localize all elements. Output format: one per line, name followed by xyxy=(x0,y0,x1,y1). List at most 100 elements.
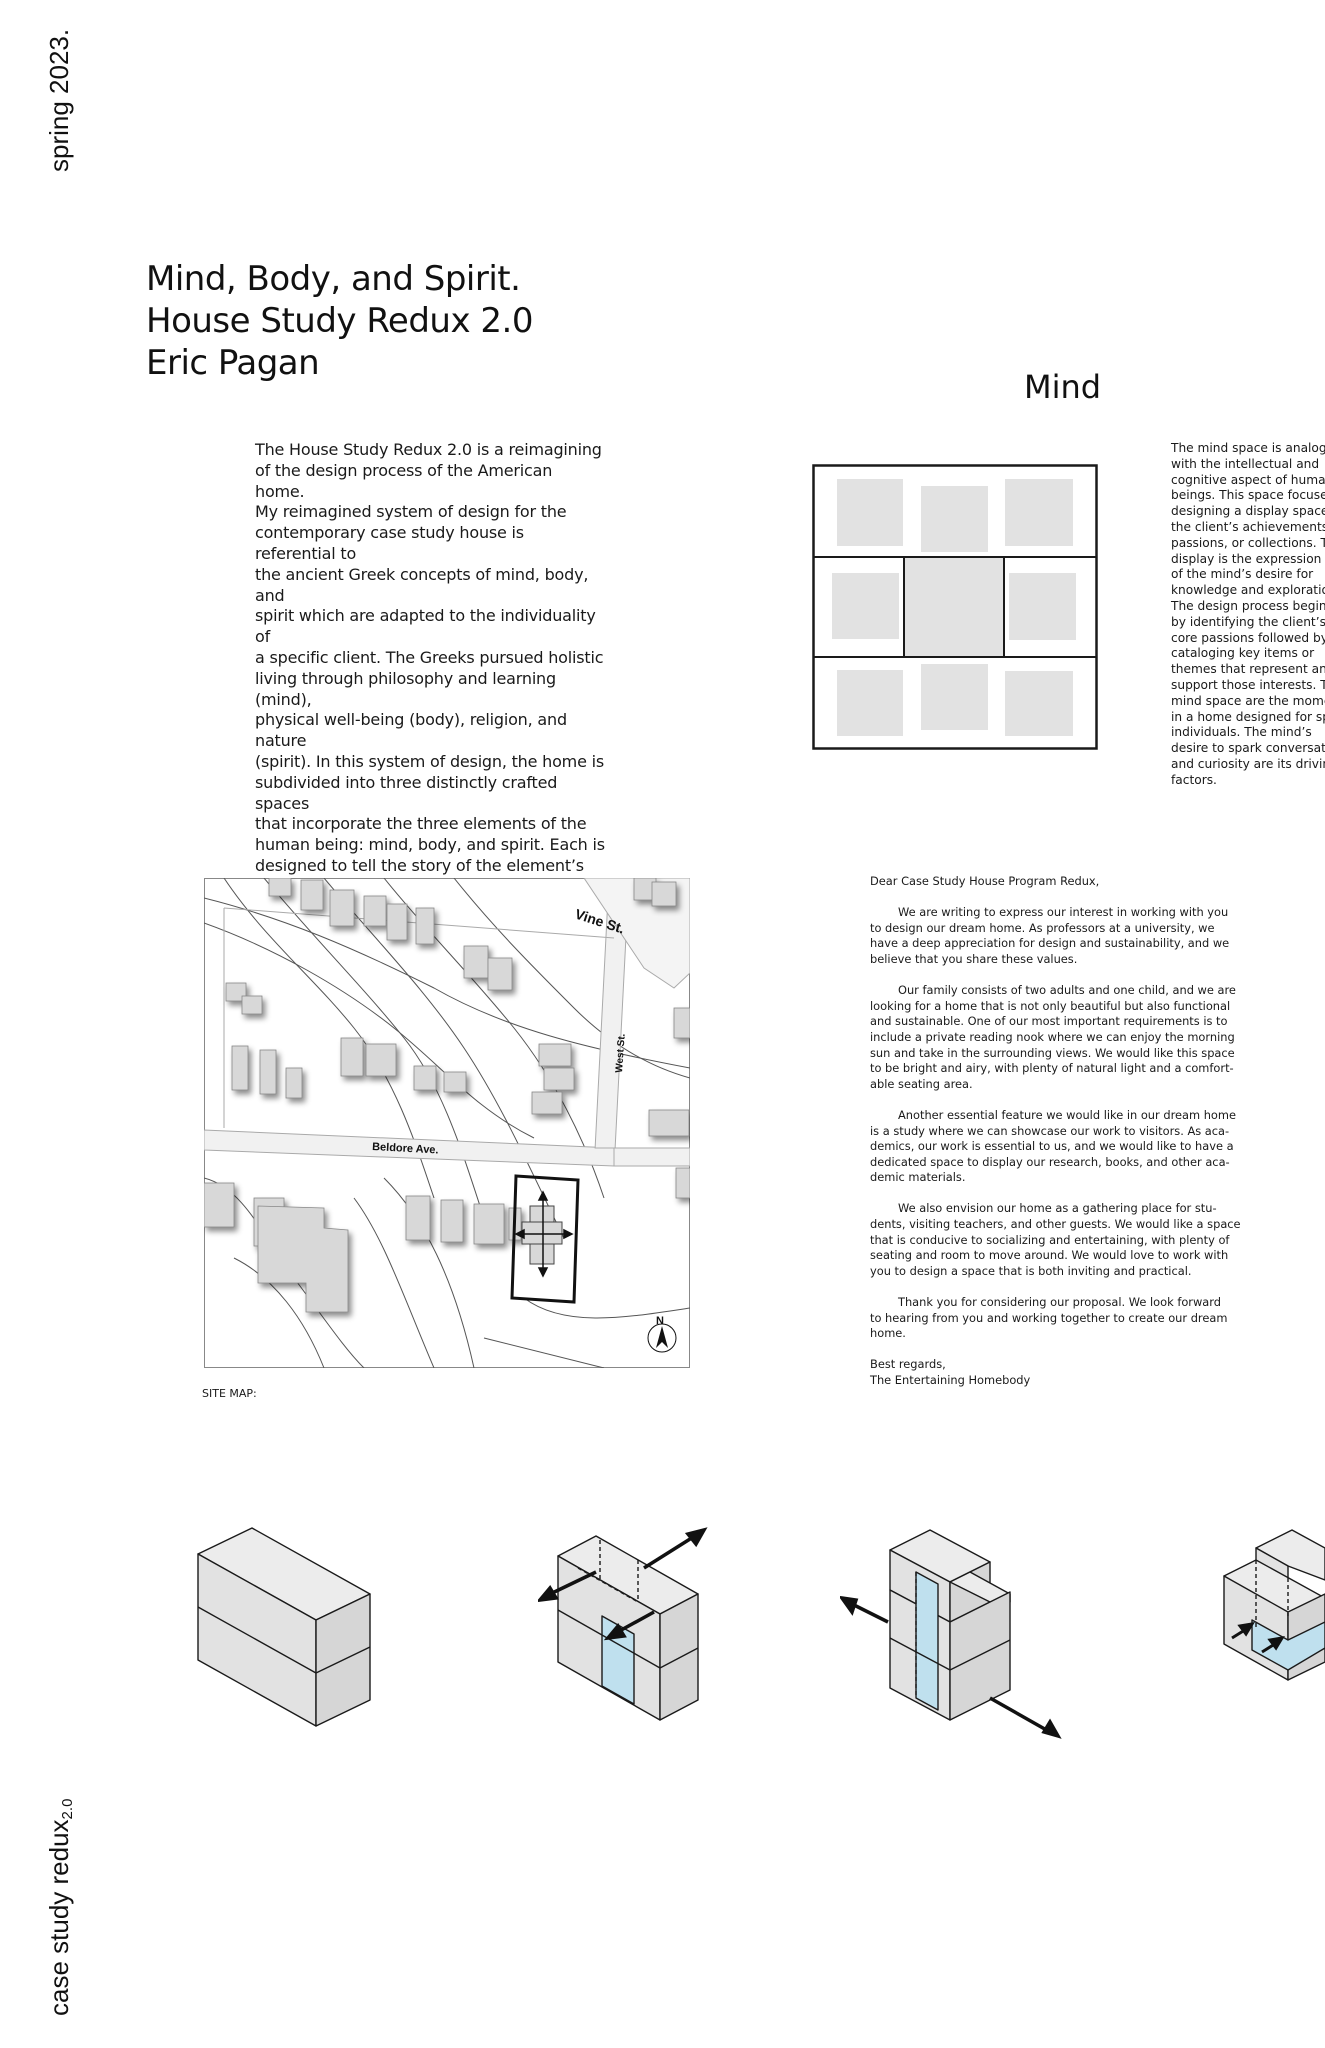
display-case xyxy=(837,670,903,736)
street-label-beldore: Beldore Ave. xyxy=(372,1141,439,1156)
series-label: case study redux2.0 xyxy=(44,1799,76,2016)
mind-description-line: core passions followed by xyxy=(1171,630,1325,645)
mind-description-line: factors. xyxy=(1171,772,1217,787)
title-line-1: Mind, Body, and Spirit. xyxy=(146,259,521,299)
letter-signature: The Entertaining Homebody xyxy=(870,1373,1031,1387)
letter-paragraph: Another essential feature we would like … xyxy=(870,1107,1236,1186)
letter-line: dents, visiting teachers, and other gues… xyxy=(870,1217,1241,1232)
letter-line: Another essential feature we would like … xyxy=(898,1107,1236,1122)
letter-paragraph: We also envision our home as a gathering… xyxy=(870,1201,1241,1279)
site-map: Vine St. West St. Beldore Ave. N xyxy=(204,878,690,1368)
display-case xyxy=(921,486,988,552)
mind-description-line: mind space are the moments xyxy=(1171,693,1325,708)
intro-line: (spirit). In this system of design, the … xyxy=(255,751,604,771)
letter-line: that is conducive to socializing and ent… xyxy=(870,1232,1230,1247)
page-title: Mind, Body, and Spirit. House Study Redu… xyxy=(146,258,533,384)
series-label-subscript: 2.0 xyxy=(59,1798,76,1820)
intro-line: The House Study Redux 2.0 is a reimagini… xyxy=(255,440,602,459)
mind-description-line: the client’s achievements, xyxy=(1171,519,1325,534)
mind-description-line: display is the expression xyxy=(1171,551,1322,566)
client-letter: Dear Case Study House Program Redux, We … xyxy=(870,874,1241,1389)
display-case xyxy=(921,664,988,730)
letter-line: Our family consists of two adults and on… xyxy=(898,983,1236,998)
letter-line: you to design a space that is both invit… xyxy=(870,1263,1192,1278)
mind-description-line: designing a display space for xyxy=(1171,504,1325,519)
letter-line: have a deep appreciation for design and … xyxy=(870,936,1230,951)
letter-paragraph: Thank you for considering our proposal. … xyxy=(870,1295,1228,1342)
intro-line: physical well-being (body), religion, an… xyxy=(255,710,567,751)
massing-diagram-1 xyxy=(197,1527,371,1727)
mind-description-line: cognitive aspect of human xyxy=(1171,472,1325,487)
mind-description-line: The mind space is analogous xyxy=(1171,441,1325,455)
north-arrow-icon xyxy=(647,1323,677,1353)
letter-line: dedicated space to display our research,… xyxy=(870,1154,1230,1169)
intro-line: contemporary case study house is referen… xyxy=(255,523,524,563)
letter-paragraph: We are writing to express our interest i… xyxy=(870,905,1230,967)
mind-description-line: individuals. The mind’s xyxy=(1171,725,1312,740)
mind-description-line: desire to spark conversation xyxy=(1171,741,1325,756)
letter-body: We are writing to express our interest i… xyxy=(870,905,1241,1342)
street-label-west: West St. xyxy=(614,1033,628,1073)
buildings xyxy=(204,878,690,1313)
mind-diagram xyxy=(812,464,1098,750)
display-case xyxy=(1005,671,1073,736)
display-case xyxy=(832,573,899,639)
semester-label: spring 2023. xyxy=(44,28,74,172)
letter-line: to hearing from you and working together… xyxy=(870,1310,1228,1325)
massing-diagram-4 xyxy=(1223,1529,1325,1681)
letter-line: include a private reading nook where we … xyxy=(870,1029,1235,1044)
circulation-arrow-icons xyxy=(538,1527,708,1641)
mind-description-line: with the intellectual and xyxy=(1171,456,1320,471)
letter-line: and sustainable. One of our most importa… xyxy=(870,1014,1228,1029)
mind-heading: Mind xyxy=(1024,368,1102,406)
massing-diagram-2 xyxy=(538,1527,708,1721)
mind-description-line: knowledge and exploration. xyxy=(1171,583,1325,598)
mind-description-line: cataloging key items or xyxy=(1171,646,1315,661)
intro-line: spirit which are adapted to the individu… xyxy=(255,606,596,647)
letter-line: looking for a home that is not only beau… xyxy=(870,998,1231,1013)
title-line-2: House Study Redux 2.0 xyxy=(146,301,533,341)
mind-description-line: themes that represent and xyxy=(1171,662,1325,677)
mind-description-line: passions, or collections. This xyxy=(1171,535,1325,550)
site-map-label: SITE MAP: xyxy=(202,1387,257,1400)
mind-description-line: in a home designed for specific xyxy=(1171,709,1325,724)
mind-description-line: beings. This space focuses on xyxy=(1171,488,1325,503)
letter-line: to design our dream home. As professors … xyxy=(870,920,1215,935)
intro-line: the ancient Greek concepts of mind, body… xyxy=(255,564,589,605)
circulation-arrow-icons xyxy=(840,1595,1062,1739)
letter-paragraph: Our family consists of two adults and on… xyxy=(870,983,1236,1092)
mind-description-line: of the mind’s desire for xyxy=(1171,567,1314,582)
mind-description-line: by identifying the client’s xyxy=(1171,614,1325,629)
display-case xyxy=(1005,479,1073,546)
mind-description: The mind space is analogouswith the inte… xyxy=(1171,441,1325,789)
letter-line: seating and room to move around. We woul… xyxy=(870,1248,1229,1263)
display-case xyxy=(837,479,903,546)
mind-description-line: support those interests. The xyxy=(1171,677,1325,692)
intro-line: of the design process of the American ho… xyxy=(255,460,553,501)
letter-line: Thank you for considering our proposal. … xyxy=(898,1295,1221,1310)
letter-line: sun and take in the surrounding views. W… xyxy=(870,1045,1235,1060)
letter-line: believe that you share these values. xyxy=(870,951,1078,966)
intro-line: subdivided into three distinctly crafted… xyxy=(255,772,558,813)
circulation-arrow-icons xyxy=(1231,1621,1285,1654)
mind-description-line: The design process begins xyxy=(1171,598,1325,613)
series-label-text: case study redux xyxy=(44,1819,74,2016)
letter-line: home. xyxy=(870,1326,906,1341)
letter-line: We are writing to express our interest i… xyxy=(898,905,1229,920)
north-label: N xyxy=(656,1315,664,1327)
intro-paragraph: The House Study Redux 2.0 is a reimagini… xyxy=(255,440,605,918)
intro-line: human being: mind, body, and spirit. Eac… xyxy=(255,835,605,855)
letter-closing: Best regards,The Entertaining Homebody xyxy=(870,1357,1220,1388)
site-parcel xyxy=(510,1174,580,1304)
mind-description-line: and curiosity are its driving xyxy=(1171,756,1325,771)
intro-line: My reimagined system of design for the xyxy=(255,502,567,522)
massing-diagram-3 xyxy=(840,1529,1062,1739)
letter-line: able seating area. xyxy=(870,1076,973,1091)
letter-line: demic materials. xyxy=(870,1170,966,1185)
display-case-center xyxy=(905,558,1003,656)
letter-line: We also envision our home as a gathering… xyxy=(898,1201,1217,1216)
author-name: Eric Pagan xyxy=(146,343,320,383)
letter-salutation: Dear Case Study House Program Redux, xyxy=(870,874,1100,888)
intro-line: a specific client. The Greeks pursued ho… xyxy=(255,647,604,667)
letter-line: to be bright and airy, with plenty of na… xyxy=(870,1061,1234,1076)
